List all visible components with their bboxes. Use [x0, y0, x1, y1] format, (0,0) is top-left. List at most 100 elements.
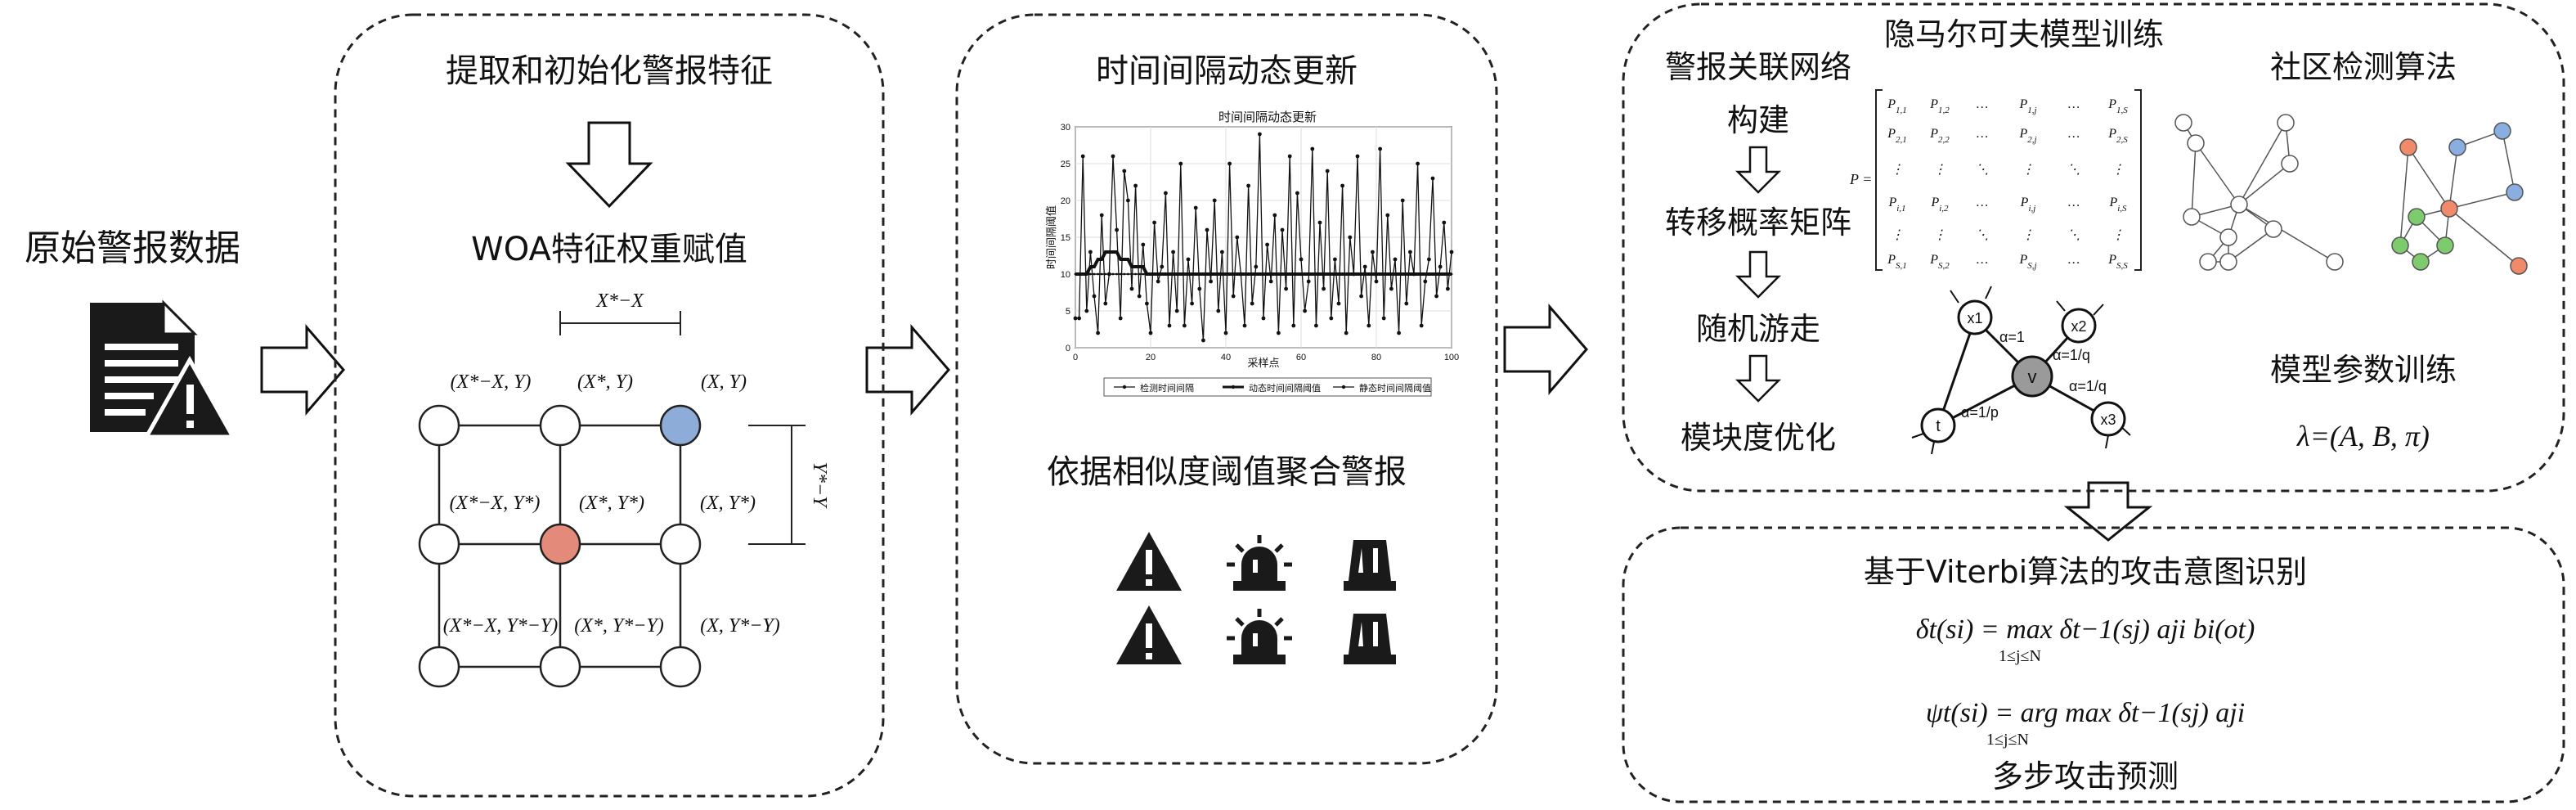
chart-legend-box: [1103, 377, 1432, 397]
chart-point-0: [1400, 198, 1405, 203]
chart-point-0: [1416, 161, 1420, 166]
chart-point-2: [1093, 272, 1096, 276]
step-arrow-1: [1735, 146, 1782, 194]
chart-point-0: [1092, 294, 1097, 299]
panel-feature-init: [334, 13, 885, 798]
panel-viterbi: [1622, 526, 2565, 803]
chart-legend-label: 静态时间间隔阈值: [1359, 382, 1431, 394]
chart-point-0: [1378, 146, 1382, 151]
chart-xtick-label: 80: [1371, 353, 1381, 362]
matrix-cell: PS,2: [1929, 253, 1950, 271]
viterbi-formula-psi: ψt(si) = arg max δt−1(sj) aji: [1926, 698, 2245, 728]
chart-point-0: [1325, 169, 1330, 173]
chart-point-0: [1164, 191, 1168, 196]
chart-point-0: [1306, 279, 1311, 284]
chart-point-0: [1171, 250, 1175, 254]
chart-point-0: [1367, 323, 1371, 328]
chart-point-0: [1442, 220, 1447, 225]
chart-point-0: [1423, 279, 1428, 284]
chart-point-2: [1123, 272, 1126, 276]
chart-point-0: [1126, 198, 1130, 203]
chart-legend-marker: [1122, 385, 1127, 389]
chart-point-0: [1145, 301, 1149, 306]
chart-point-0: [1096, 331, 1100, 335]
chart-point-0: [1246, 183, 1250, 188]
panel3-title: 隐马尔可夫模型训练: [1884, 16, 2164, 52]
node-label-br: (X, Y*−Y): [700, 615, 780, 637]
matrix-prefix: P =: [1849, 171, 1872, 187]
walk-label-v: v: [2028, 367, 2037, 387]
chart-point-2: [1089, 272, 1092, 276]
node-label-tm: (X*, Y): [577, 371, 633, 393]
chart-point-0: [1272, 213, 1277, 218]
chart-point-0: [1408, 250, 1412, 254]
chart-point-0: [1261, 316, 1266, 321]
panel4-title: 基于Viterbi算法的攻击意图识别: [1864, 554, 2307, 590]
chart-point-0: [1174, 308, 1179, 313]
chart-point-0: [1183, 323, 1187, 328]
chart-ytick-label: 25: [1061, 160, 1070, 169]
matrix-cell: Pi,1: [1887, 196, 1905, 214]
chart-point-0: [1397, 331, 1401, 335]
matrix-cell: ⋱: [1976, 228, 1989, 242]
walk-node-x1: [1957, 299, 1993, 335]
matrix-cell: ⋮: [1891, 228, 1904, 242]
community-title: 社区检测算法: [2270, 49, 2457, 85]
chart-point-0: [1122, 169, 1127, 173]
chart-point-0: [1381, 316, 1386, 321]
block-arrow-2: [865, 323, 950, 416]
chart-point-0: [1434, 294, 1438, 299]
chart-ytick-label: 30: [1061, 123, 1070, 133]
chart-point-0: [1333, 257, 1337, 262]
chart-point-0: [1284, 286, 1288, 291]
matrix-cell: ⋮: [1933, 228, 1946, 242]
chart-point-0: [1317, 220, 1322, 225]
walk-node-t: [1920, 407, 1956, 443]
chart-point-0: [1205, 227, 1209, 232]
chart-point-0: [1371, 250, 1375, 254]
matrix-cell: ⋮: [2112, 163, 2125, 177]
chart-point-0: [1220, 250, 1224, 254]
matrix-cell: …: [1977, 253, 1988, 267]
matrix-cell: PS,1: [1887, 253, 1907, 271]
chart-point-0: [1280, 227, 1285, 232]
best-position-node: [539, 523, 581, 565]
matrix-cell: Pi,2: [1930, 196, 1949, 214]
node-label-mm: (X*, Y*): [579, 493, 644, 514]
chart-point-0: [1115, 227, 1119, 232]
matrix-cell: P1,1: [1887, 97, 1907, 115]
panel2-title: 时间间隔动态更新: [1096, 52, 1358, 90]
chart-ytick-label: 10: [1061, 270, 1070, 280]
chart-point-0: [1190, 301, 1194, 306]
chart-point-0: [1362, 264, 1367, 269]
chart-xtick-label: 100: [1444, 353, 1459, 362]
panel4-bottom: 多步攻击预测: [1992, 758, 2179, 794]
chart-point-0: [1227, 161, 1232, 166]
beacon-icon: [1344, 540, 1396, 591]
chart-point-0: [1287, 154, 1292, 159]
step-modularity: 模块度优化: [1681, 420, 1836, 456]
chart-point-0: [1411, 272, 1416, 277]
chart-title: 时间间隔动态更新: [1218, 110, 1317, 124]
matrix-cell: …: [1977, 127, 1988, 141]
node-label-bm: (X*, Y*−Y): [574, 615, 664, 637]
chart-xtick-label: 20: [1146, 353, 1156, 362]
current-position-node: [659, 404, 702, 447]
chart-point-0: [1352, 272, 1356, 277]
chart-point-0: [1268, 279, 1273, 284]
matrix-cell: …: [1977, 97, 1988, 111]
matrix-cell: P2,S: [2107, 127, 2128, 145]
document-warning-icon: [90, 299, 237, 439]
chart-point-2: [1127, 272, 1129, 276]
matrix-cell: ⋱: [2067, 163, 2080, 177]
chart-ytick-label: 20: [1061, 196, 1070, 206]
chart-point-0: [1088, 250, 1093, 254]
matrix-cell: …: [2068, 97, 2080, 111]
node-label-bl: (X*−X, Y*−Y): [443, 615, 558, 637]
block-arrow-down-4: [2063, 481, 2153, 542]
step-network-1: 警报关联网络: [1665, 49, 1851, 85]
chart-point-0: [1355, 154, 1360, 159]
chart-point-0: [1242, 323, 1247, 328]
walk-label-t: t: [1936, 417, 1941, 435]
